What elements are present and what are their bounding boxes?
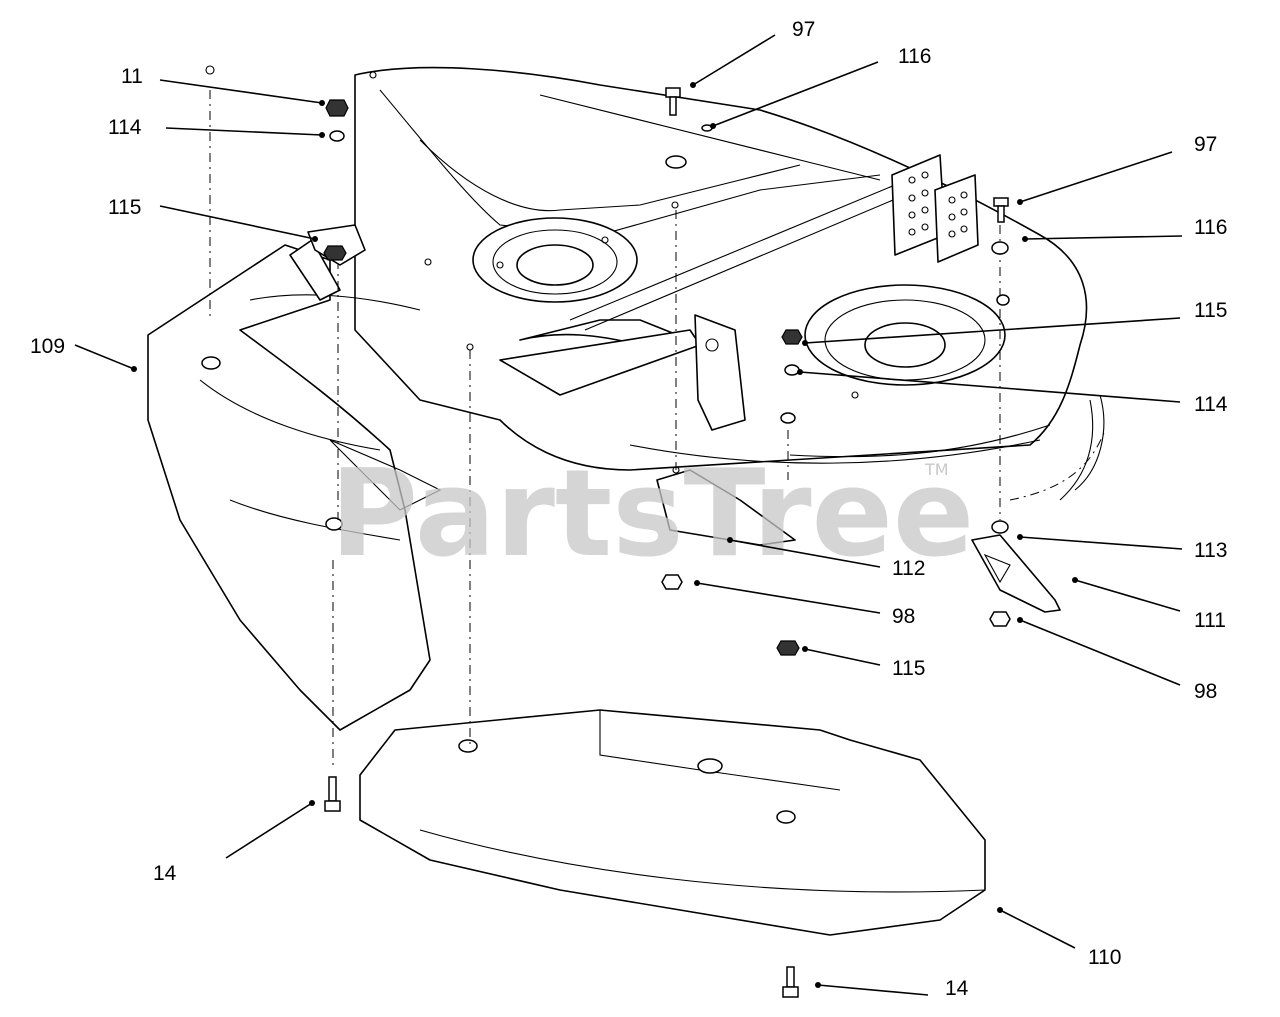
callout-112: 112 (892, 557, 925, 580)
mower-deck-housing (205, 65, 1106, 501)
adjustment-bracket (891, 154, 979, 263)
callout-11: 11 (121, 65, 143, 88)
callout-113: 113 (1194, 539, 1227, 562)
watermark: PartsTree TM (330, 445, 974, 584)
callout-111: 111 (1194, 609, 1226, 632)
assembly-lines (209, 90, 1001, 770)
callout-leaders (74, 34, 1183, 996)
callout-110: 110 (1088, 946, 1121, 969)
side-baffle-109 (147, 239, 442, 731)
watermark-brand: PartsTree (330, 445, 974, 584)
callout-116-right: 116 (1194, 216, 1227, 239)
hardware (307, 87, 1011, 998)
callout-115-right: 115 (1194, 299, 1227, 322)
callout-114-left: 114 (108, 116, 142, 139)
callout-labels: 97 116 11 114 115 97 116 115 114 109 113… (30, 18, 1228, 1000)
callout-97-right: 97 (1194, 133, 1217, 156)
callout-114-right: 114 (1194, 393, 1228, 416)
callout-116-top: 116 (898, 45, 931, 68)
callout-14-left: 14 (153, 862, 177, 885)
callout-115-left: 115 (108, 196, 141, 219)
callout-98-mid: 98 (892, 605, 915, 628)
callout-115-bottom: 115 (892, 657, 925, 680)
callout-14-bottom: 14 (945, 977, 969, 1000)
watermark-trademark: TM (924, 460, 949, 479)
baffle-bracket (694, 314, 746, 431)
callout-97-top: 97 (792, 18, 815, 41)
callout-109: 109 (30, 335, 65, 358)
front-baffle-110 (359, 709, 986, 936)
callout-98-right: 98 (1194, 680, 1217, 703)
blade-adapter-111 (971, 534, 1061, 613)
